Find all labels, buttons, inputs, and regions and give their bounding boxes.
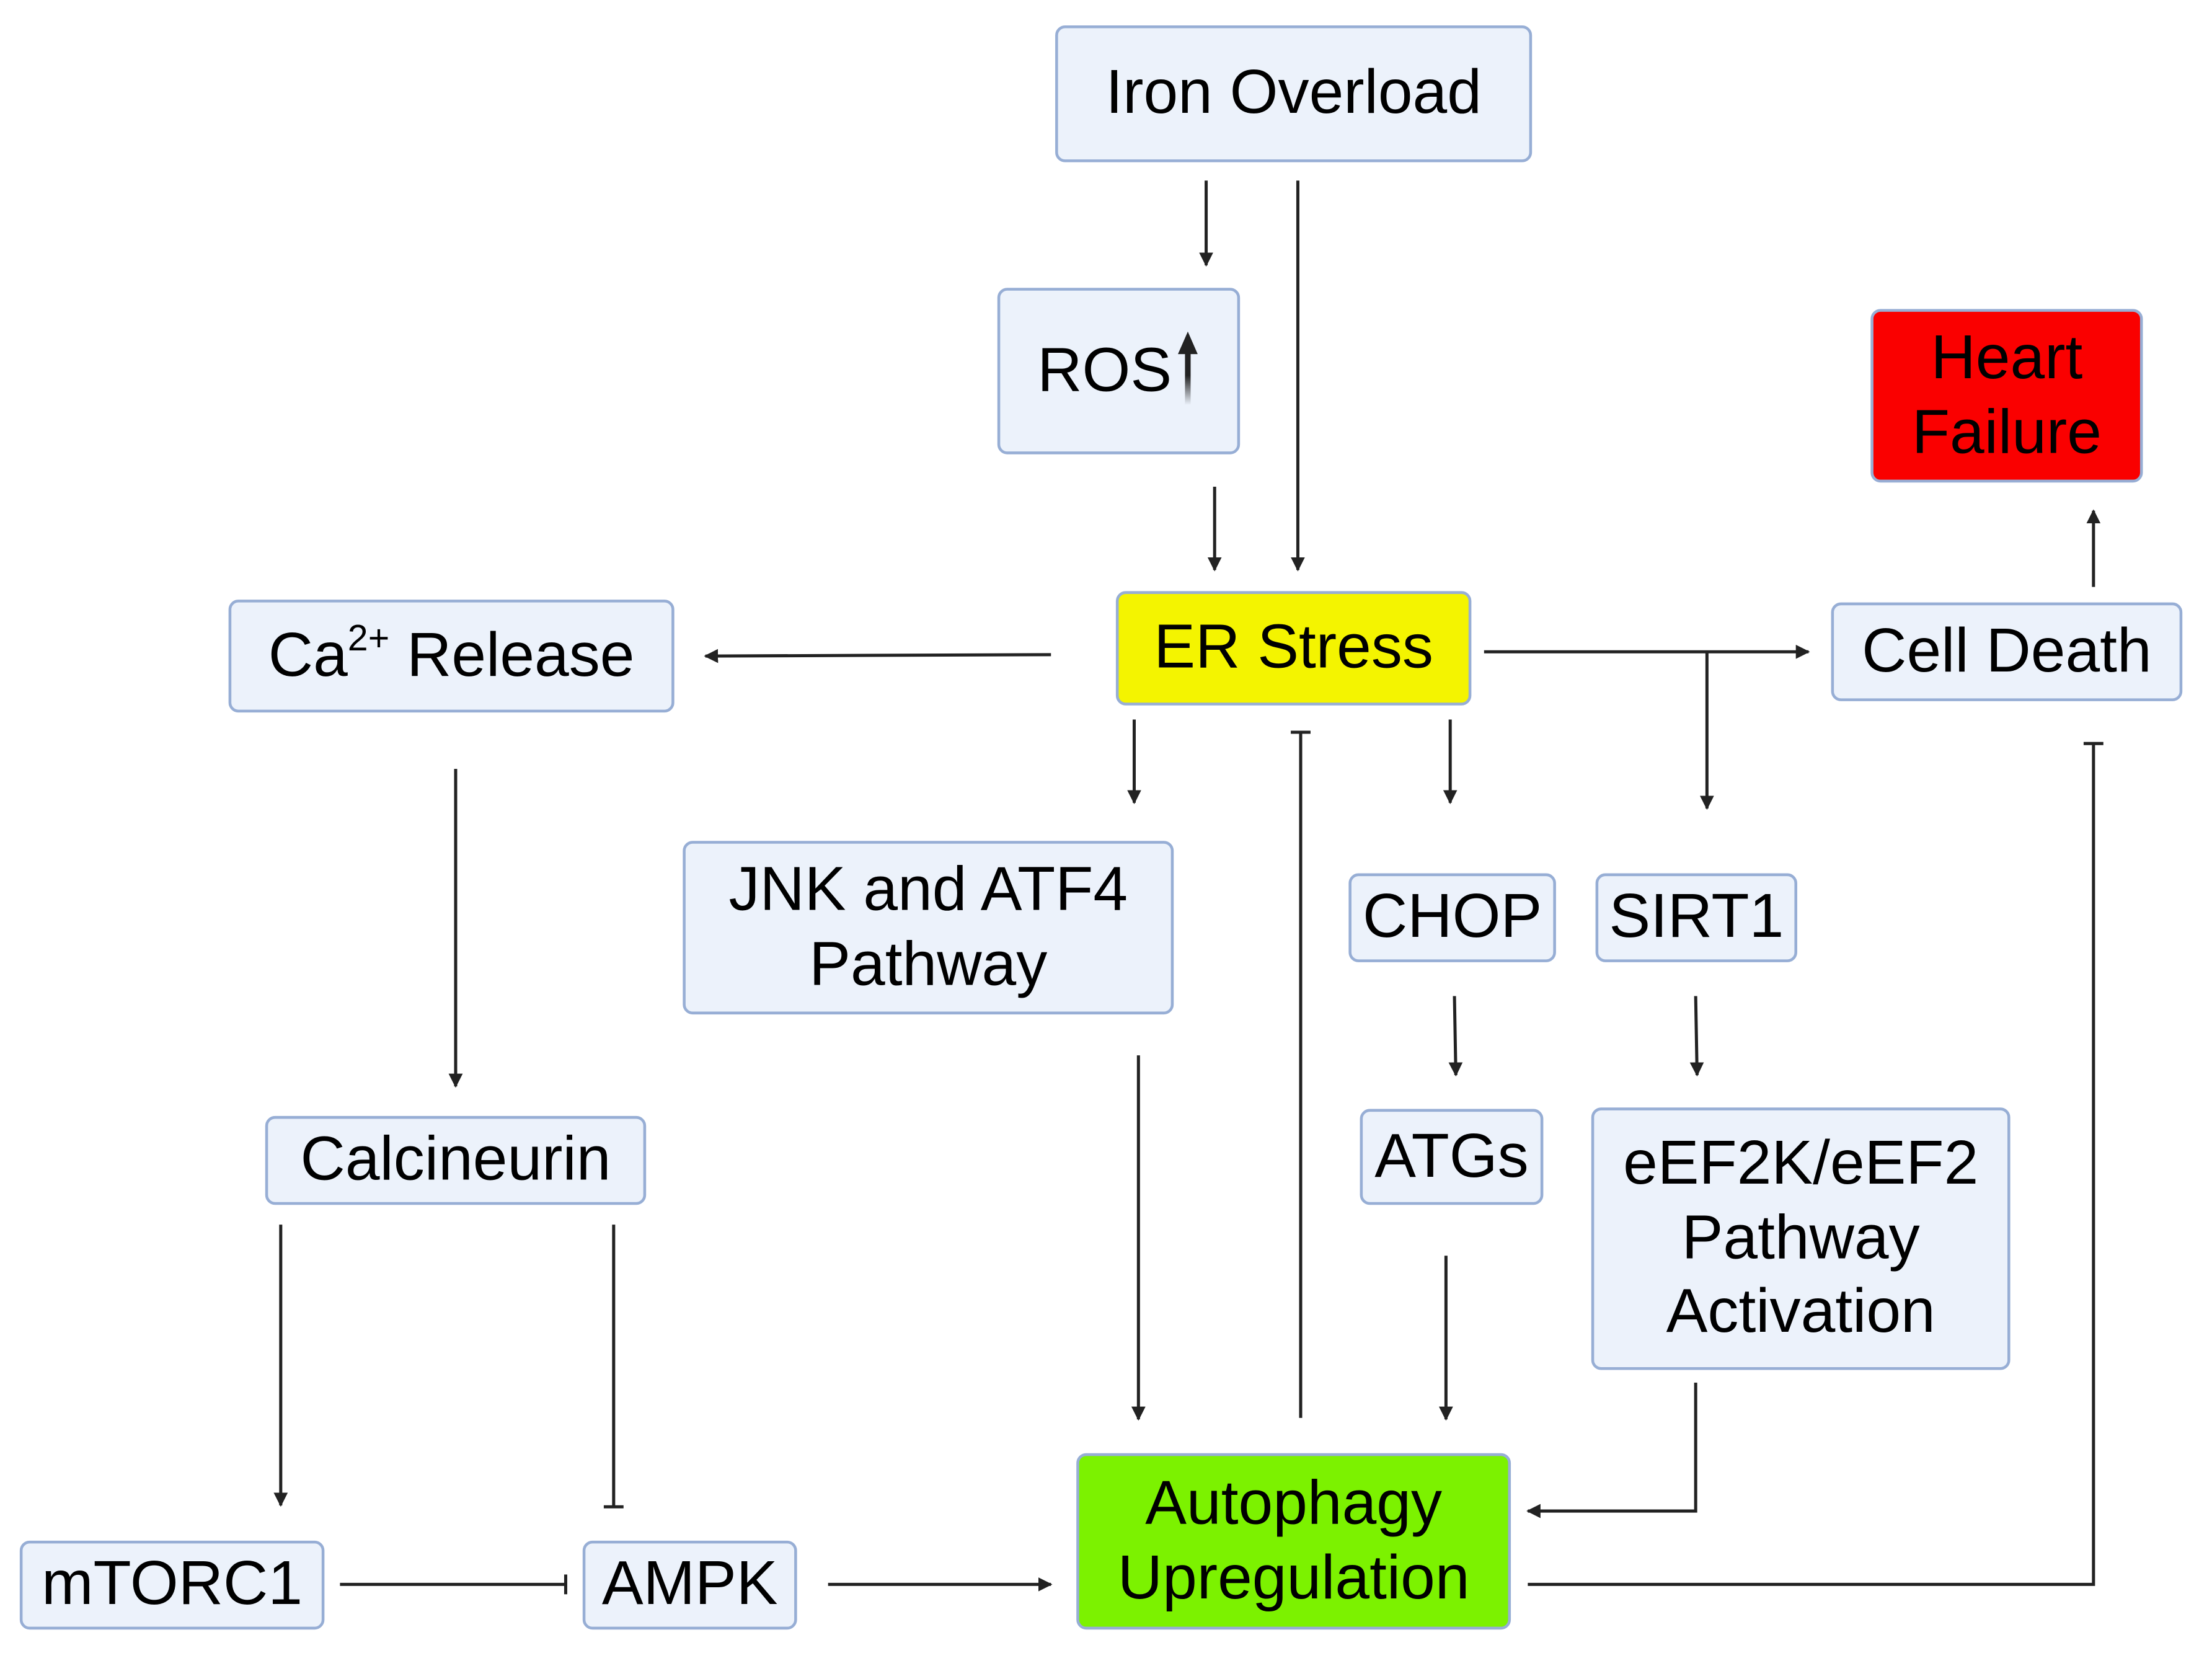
node-calcineurin: Calcineurin bbox=[265, 1115, 647, 1205]
node-ampk: AMPK bbox=[582, 1540, 797, 1630]
node-ros: ROS bbox=[997, 288, 1241, 454]
node-er-stress: ER Stress bbox=[1115, 591, 1472, 706]
node-mtorc1: mTORC1 bbox=[19, 1540, 325, 1630]
node-heart-failure: Heart Failure bbox=[1870, 309, 2143, 483]
node-ca-release: Ca2+ Release bbox=[228, 600, 675, 713]
node-iron-overload: Iron Overload bbox=[1055, 25, 1533, 162]
ca-release-label: Ca2+ Release bbox=[268, 616, 635, 689]
edge-autophagy-inhibit-celldeath bbox=[1528, 743, 2095, 1586]
edge-er-ca bbox=[704, 649, 1051, 663]
edge-chop-atgs bbox=[1448, 996, 1463, 1077]
node-eef2k: eEF2K/eEF2 Pathway Activation bbox=[1591, 1107, 2011, 1370]
node-cell-death: Cell Death bbox=[1831, 602, 2183, 701]
up-arrow-icon bbox=[1177, 331, 1198, 405]
node-sirt1: SIRT1 bbox=[1595, 873, 1797, 962]
node-chop: CHOP bbox=[1348, 873, 1556, 962]
edge-sirt1-eef2k bbox=[1689, 996, 1704, 1077]
edge-eef2k-autophagy bbox=[1526, 1382, 1697, 1518]
node-autophagy: Autophagy Upregulation bbox=[1076, 1453, 1511, 1630]
node-atgs: ATGs bbox=[1360, 1109, 1544, 1205]
node-jnk-atf4: JNK and ATF4 Pathway bbox=[683, 841, 1174, 1015]
